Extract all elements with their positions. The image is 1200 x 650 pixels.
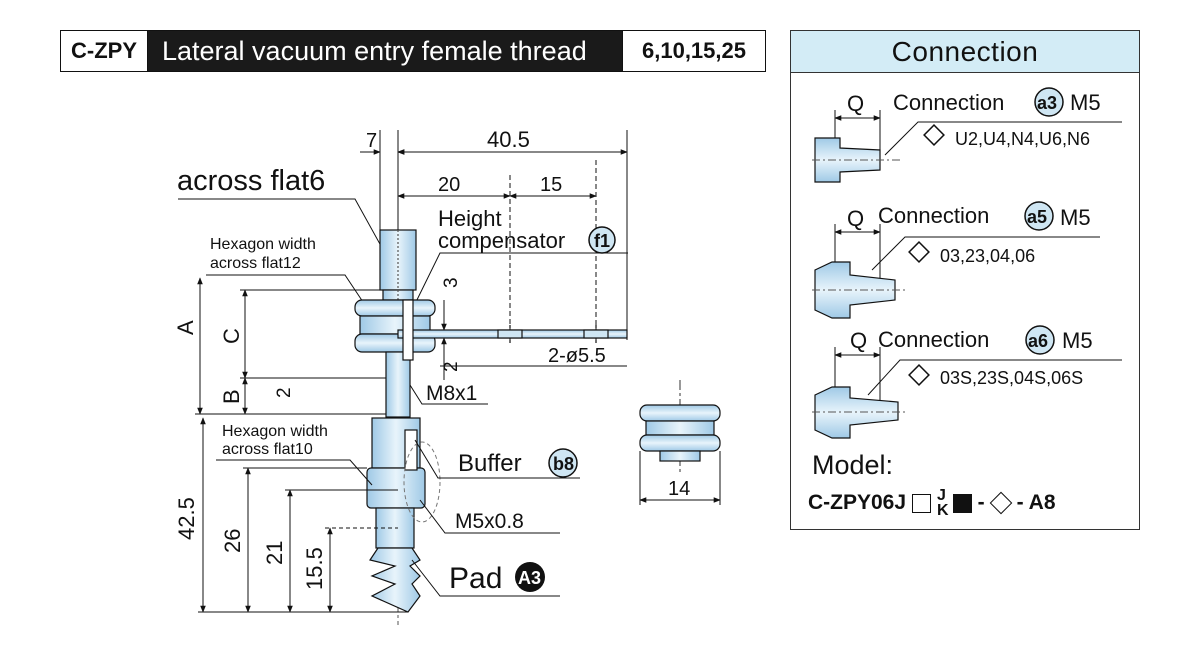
diamond-icon xyxy=(923,124,945,146)
height-comp-line2: compensator xyxy=(438,228,565,253)
series-sizes: 6,10,15,25 xyxy=(622,31,765,71)
dash: - xyxy=(977,491,985,514)
badge-a5-text: a5 xyxy=(1027,207,1047,227)
height-comp-leader xyxy=(411,252,628,311)
hex12-leader xyxy=(206,274,366,306)
dim-C-label: C xyxy=(219,328,244,344)
buffer-highlight xyxy=(403,441,441,523)
connection-block-a3: Q Connection a3 M5 U2,U4,N4,U6,N6 xyxy=(812,87,1122,183)
badge-b8 xyxy=(548,448,578,478)
connection-block-a5: Q Connection a5 M5 03,23,04,06 xyxy=(812,201,1100,319)
connection-label-2: Connection xyxy=(878,203,989,228)
badge-f1-text: f1 xyxy=(594,231,610,251)
hex-nut-12 xyxy=(354,299,436,353)
dim-7-label: 7 xyxy=(366,130,377,152)
dim-3-label: 3 xyxy=(441,277,462,288)
m8-leader xyxy=(409,384,488,405)
dim-26-label: 26 xyxy=(220,529,245,553)
connection-block-a6: Q Connection a6 M5 03S,23S,04S,06S xyxy=(812,325,1122,439)
connection-panel-title: Connection xyxy=(791,31,1139,73)
dim-40-5-label: 40.5 xyxy=(487,127,530,152)
filled-square-icon xyxy=(952,493,972,513)
dim-15-label: 15 xyxy=(540,174,562,196)
series-title: Lateral vacuum entry female thread xyxy=(148,31,622,71)
empty-square-icon xyxy=(912,493,932,513)
mounting-bracket xyxy=(397,325,628,345)
pad-label: Pad xyxy=(449,562,502,595)
buffer-label: Buffer xyxy=(458,450,522,477)
hex10-leader xyxy=(216,459,373,486)
connection-label-1: Connection xyxy=(893,90,1004,115)
across-flat6-label: across flat6 xyxy=(177,165,325,197)
dim-2r-label: 2 xyxy=(441,361,462,372)
height-comp-line1: Height xyxy=(438,206,502,231)
left-dimensions xyxy=(195,277,386,415)
q-label-3: Q xyxy=(850,328,867,353)
dim-15-5-label: 15.5 xyxy=(302,547,327,590)
dim-A-label: A xyxy=(173,320,198,335)
mid-rod xyxy=(385,299,414,418)
series-code: C-ZPY xyxy=(61,31,148,71)
jk-top: J xyxy=(937,487,946,504)
hex10-line1: Hexagon width xyxy=(222,423,328,440)
model-code: C-ZPY06J J K - - A8 xyxy=(808,487,1056,519)
diamond-icon xyxy=(908,241,930,263)
thread-label-3: M5 xyxy=(1062,328,1093,353)
hex10-line2: across flat10 xyxy=(222,441,313,458)
dim-42-5-label: 42.5 xyxy=(174,497,199,540)
badge-a6 xyxy=(1025,325,1055,355)
dim-20-label: 20 xyxy=(438,174,460,196)
dim-2l-label: 2 xyxy=(274,387,295,398)
options-label-3: 03S,23S,04S,06S xyxy=(940,368,1083,388)
q-label-2: Q xyxy=(847,206,864,231)
connection-label-3: Connection xyxy=(878,327,989,352)
q-label-1: Q xyxy=(847,91,864,116)
jk-option: J K xyxy=(937,487,949,519)
model-code-suffix: - A8 xyxy=(1016,491,1056,514)
thread-label-1: M5 xyxy=(1070,90,1101,115)
connection-panel: Connection xyxy=(790,30,1140,530)
badge-a3 xyxy=(1034,87,1064,117)
across-flat6-leader xyxy=(178,198,387,256)
dim-B-label: B xyxy=(219,389,244,404)
hole-label: 2-ø5.5 xyxy=(548,345,606,367)
badge-a3-text: a3 xyxy=(1037,93,1057,113)
pad-leader xyxy=(411,559,560,597)
hex12-line1: Hexagon width xyxy=(210,236,316,253)
model-label: Model: xyxy=(812,450,894,480)
lower-dimensions xyxy=(198,417,408,613)
badge-a6-text: a6 xyxy=(1028,331,1048,351)
lower-body xyxy=(366,417,426,613)
options-label-2: 03,23,04,06 xyxy=(940,246,1035,266)
nut-width-label: 14 xyxy=(668,478,690,500)
m5-label: M5x0.8 xyxy=(455,510,524,533)
m8-label: M8x1 xyxy=(426,382,477,405)
jk-bottom: K xyxy=(937,502,949,519)
badge-A3-text: A3 xyxy=(518,568,541,588)
diamond-icon xyxy=(908,364,930,386)
options-label-1: U2,U4,N4,U6,N6 xyxy=(955,129,1090,149)
nut-side-view xyxy=(639,380,721,505)
diamond-icon xyxy=(989,491,1012,515)
series-header: C-ZPY Lateral vacuum entry female thread… xyxy=(60,30,766,72)
buffer-leader xyxy=(414,439,580,479)
m5-leader xyxy=(419,499,560,534)
dim-21-label: 21 xyxy=(262,541,287,565)
badge-A3 xyxy=(515,562,545,592)
thread-label-2: M5 xyxy=(1060,205,1091,230)
badge-a5 xyxy=(1024,201,1054,231)
badge-b8-text: b8 xyxy=(553,454,574,474)
hex12-line2: across flat12 xyxy=(210,255,301,272)
model-code-prefix: C-ZPY06J xyxy=(808,491,907,514)
